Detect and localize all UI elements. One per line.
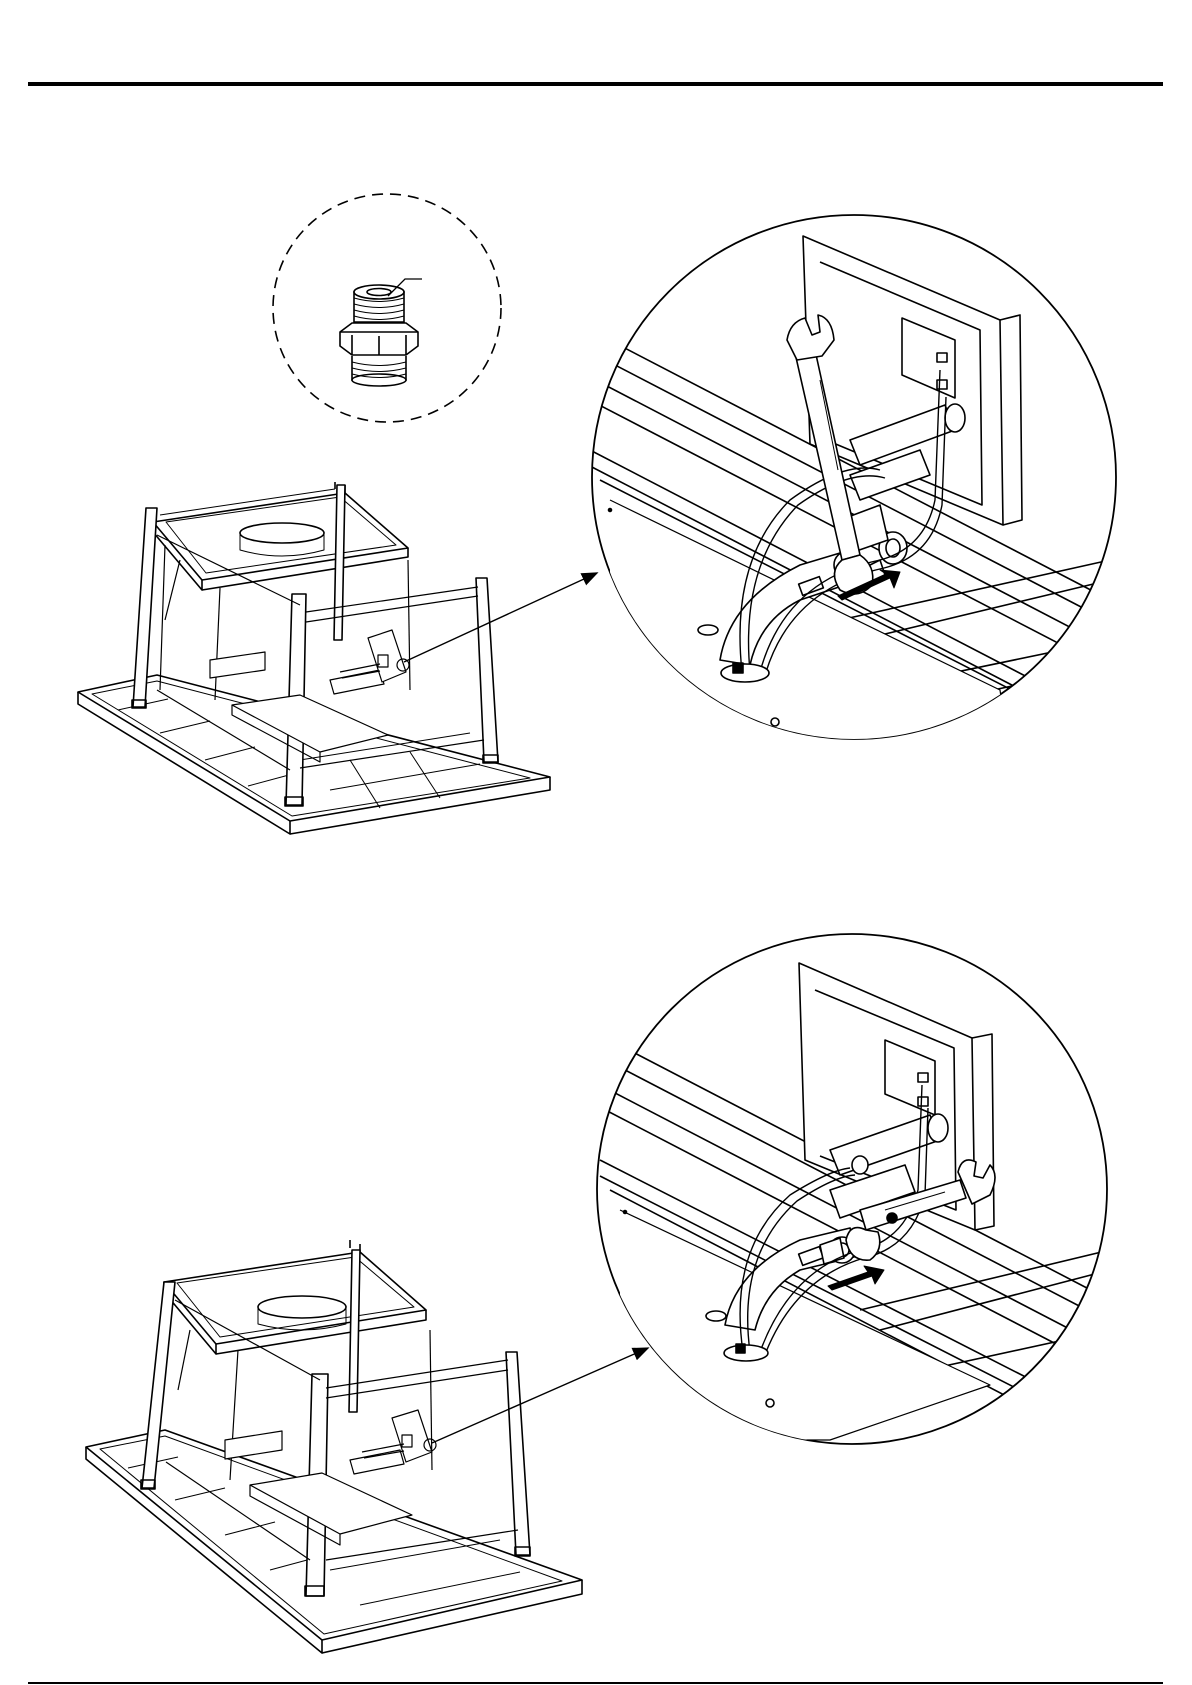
frame-legs xyxy=(141,1250,530,1596)
frame-overview-1 xyxy=(78,482,597,834)
top-opening xyxy=(258,1296,346,1318)
detail-leader-2 xyxy=(432,1348,648,1443)
frame-overview-2 xyxy=(86,1240,648,1653)
detail-view-1 xyxy=(580,215,1116,760)
manifold-assembly xyxy=(362,1410,436,1462)
manifold-assembly xyxy=(340,630,409,682)
detail-leader-1 xyxy=(404,573,597,662)
detail-view-2 xyxy=(590,934,1110,1450)
upper-frame xyxy=(164,1240,426,1354)
top-opening xyxy=(240,523,324,543)
fitting-inset xyxy=(273,194,501,422)
hex-fitting-icon xyxy=(340,279,422,386)
base-skid xyxy=(78,675,550,834)
upper-frame xyxy=(153,482,408,590)
